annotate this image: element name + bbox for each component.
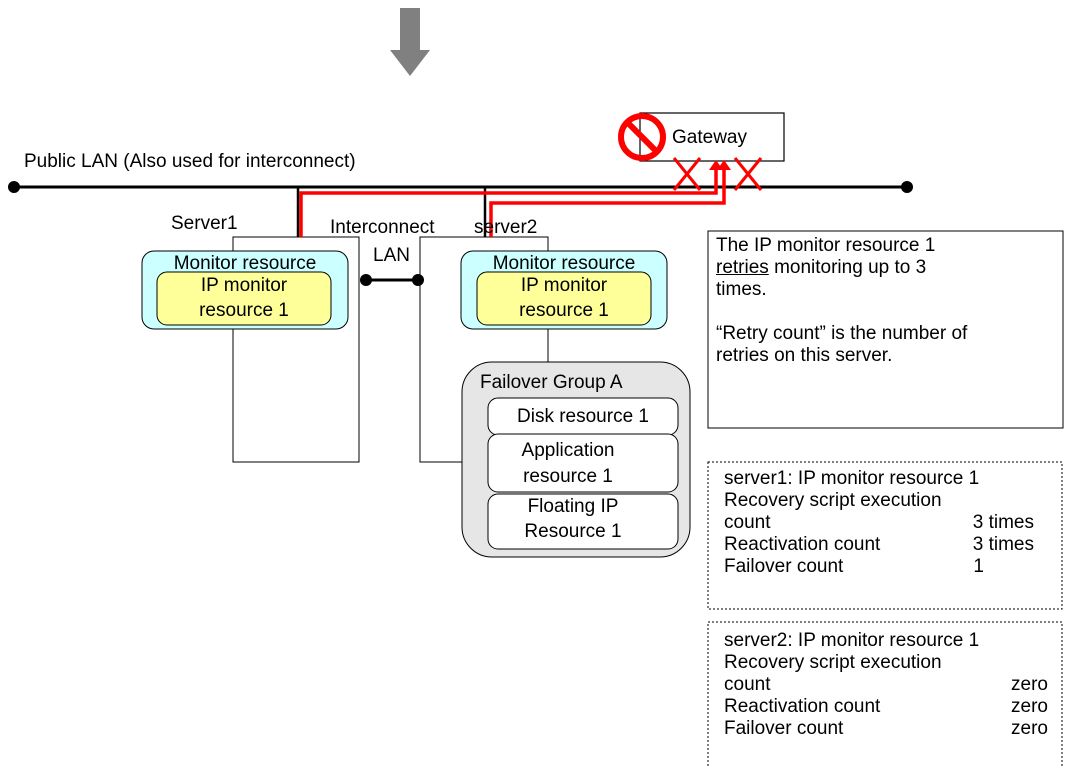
- reactivation-label: Reactivation count: [724, 696, 881, 717]
- gateway-label: Gateway: [672, 127, 747, 148]
- disk-resource-label: Disk resource 1: [517, 406, 649, 427]
- application-resource-label-line2: resource 1: [523, 466, 613, 487]
- interconnect-label: Interconnect: [330, 217, 435, 238]
- failover-value: 1: [973, 556, 984, 577]
- note-spacer: [716, 301, 1061, 323]
- server1-monitor-resource-label: Monitor resource: [173, 253, 317, 274]
- x-mark-icon: [733, 157, 763, 191]
- server1-box: [232, 236, 360, 463]
- note-box: [707, 230, 1064, 429]
- recovery-value: zero: [1011, 674, 1048, 695]
- note-line-rest: monitoring up to 3: [768, 257, 927, 278]
- public-lan-line: [8, 181, 913, 193]
- server1-counts-text: server1: IP monitor resource 1 Recovery …: [724, 468, 1046, 578]
- recovery-row: count 3 times: [724, 512, 1046, 534]
- recovery-label-line2: count: [724, 512, 771, 533]
- public-lan-label: Public LAN (Also used for interconnect): [24, 151, 356, 172]
- server1-counts-title: server1: IP monitor resource 1: [724, 468, 980, 489]
- recovery-row: count zero: [724, 674, 1048, 696]
- note-line: retries on this server.: [716, 345, 893, 366]
- floating-ip-resource-box: [487, 493, 679, 550]
- failover-value: zero: [1011, 718, 1048, 739]
- server2-ip-monitor-label-line1: IP monitor: [520, 275, 608, 296]
- floating-ip-label-line1: Floating IP: [527, 496, 619, 517]
- recovery-label-line2: count: [724, 674, 771, 695]
- server1-ip-monitor-label-line2: resource 1: [199, 300, 289, 321]
- note-line: “Retry count” is the number of: [716, 323, 968, 344]
- prohibited-icon: [618, 113, 666, 161]
- application-resource-box: [487, 433, 679, 493]
- note-line: times.: [716, 279, 767, 300]
- failover-group-label: Failover Group A: [480, 372, 623, 393]
- server2-counts-box: [707, 621, 1063, 766]
- reactivation-value: 3 times: [972, 534, 1034, 555]
- server2-monitor-resource-label: Monitor resource: [492, 253, 636, 274]
- server2-counts-title: server2: IP monitor resource 1: [724, 630, 980, 651]
- note-text: The IP monitor resource 1 retries monito…: [716, 235, 1061, 367]
- failover-row: Failover count 1: [724, 556, 1046, 578]
- reactivation-row: Reactivation count zero: [724, 696, 1048, 718]
- server1-counts-box: [707, 461, 1063, 610]
- server1-ip-monitor-box: [156, 271, 332, 326]
- floating-ip-label-line2: Resource 1: [524, 521, 622, 542]
- server2-ip-monitor-box: [476, 271, 652, 326]
- failover-row: Failover count zero: [724, 718, 1048, 740]
- note-line: The IP monitor resource 1: [716, 235, 936, 256]
- reactivation-label: Reactivation count: [724, 534, 881, 555]
- down-arrow-icon: [390, 8, 430, 76]
- x-mark-icon: [672, 157, 702, 191]
- server2-label: server2: [474, 217, 538, 238]
- reactivation-row: Reactivation count 3 times: [724, 534, 1046, 556]
- server2-ip-monitor-label-line2: resource 1: [519, 300, 609, 321]
- reactivation-value: zero: [1011, 696, 1048, 717]
- failover-label: Failover count: [724, 718, 844, 739]
- application-resource-label-line1: Application: [521, 440, 615, 461]
- server2-counts-text: server2: IP monitor resource 1 Recovery …: [724, 630, 1048, 740]
- recovery-label-line1: Recovery script execution: [724, 490, 942, 511]
- failover-label: Failover count: [724, 556, 844, 577]
- recovery-value: 3 times: [972, 512, 1034, 533]
- server1-label: Server1: [171, 213, 238, 234]
- note-underlined-word: retries: [716, 257, 769, 278]
- server2-monitor-path: [489, 160, 731, 237]
- server1-ip-monitor-label-line1: IP monitor: [200, 275, 288, 296]
- recovery-label-line1: Recovery script execution: [724, 652, 942, 673]
- interconnect-lan-label: LAN: [373, 245, 410, 266]
- interconnect-lan-line: [360, 274, 424, 286]
- note-line: retries monitoring up to 3: [716, 257, 1061, 279]
